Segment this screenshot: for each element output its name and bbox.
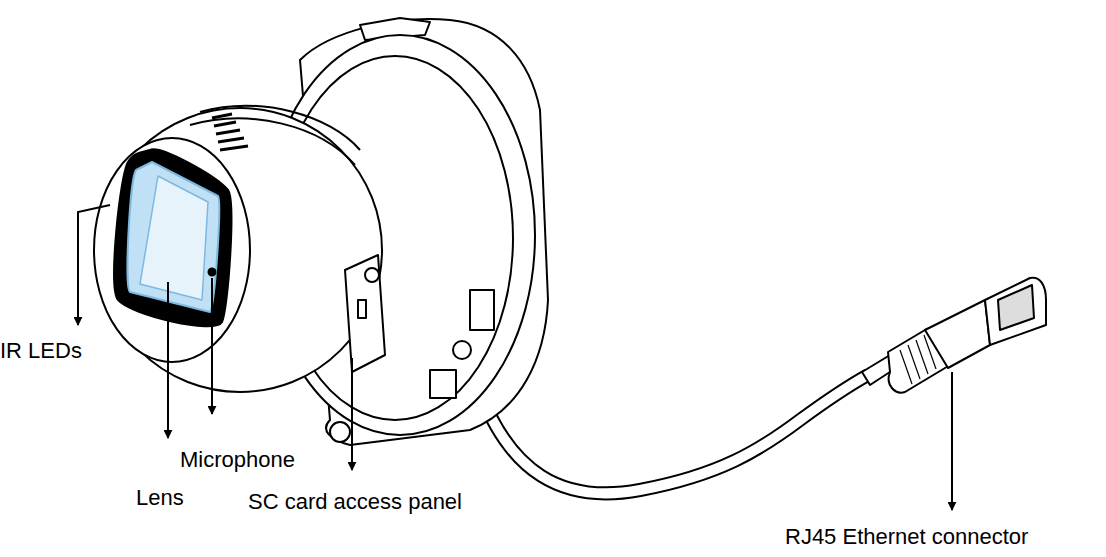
cable xyxy=(480,375,868,493)
front-cap xyxy=(94,138,250,362)
connector-head xyxy=(985,278,1046,345)
part-label: Lens xyxy=(136,487,184,509)
leader-line xyxy=(351,358,353,470)
part-label: SC card access panel xyxy=(248,491,462,513)
part-label: Microphone xyxy=(180,449,295,471)
lens-highlight xyxy=(140,176,208,300)
lens-glass xyxy=(128,162,220,312)
panel-slot xyxy=(358,300,366,318)
part-label: RJ45 Ethernet connector xyxy=(785,526,1028,548)
side-clip xyxy=(470,290,494,330)
nut-grip xyxy=(900,335,936,384)
leader-line xyxy=(167,282,169,438)
dome-visor xyxy=(200,106,360,150)
leader-lines xyxy=(78,205,952,510)
part-label: IR LEDs xyxy=(0,340,82,362)
connector-body xyxy=(925,300,990,368)
leader-line xyxy=(951,372,953,510)
panel-button xyxy=(365,268,379,282)
vent-slots xyxy=(212,114,248,150)
microphone-hole xyxy=(209,269,216,276)
side-clip xyxy=(430,370,456,398)
leader-line xyxy=(78,205,110,325)
camera-body xyxy=(94,18,1046,493)
leader-line xyxy=(211,278,213,414)
screw-hole xyxy=(330,422,350,442)
lens-frame xyxy=(114,149,231,326)
plug-socket xyxy=(998,285,1034,330)
cable-fill xyxy=(480,375,868,493)
reset-port xyxy=(453,341,471,359)
sd-card-panel xyxy=(345,255,385,372)
